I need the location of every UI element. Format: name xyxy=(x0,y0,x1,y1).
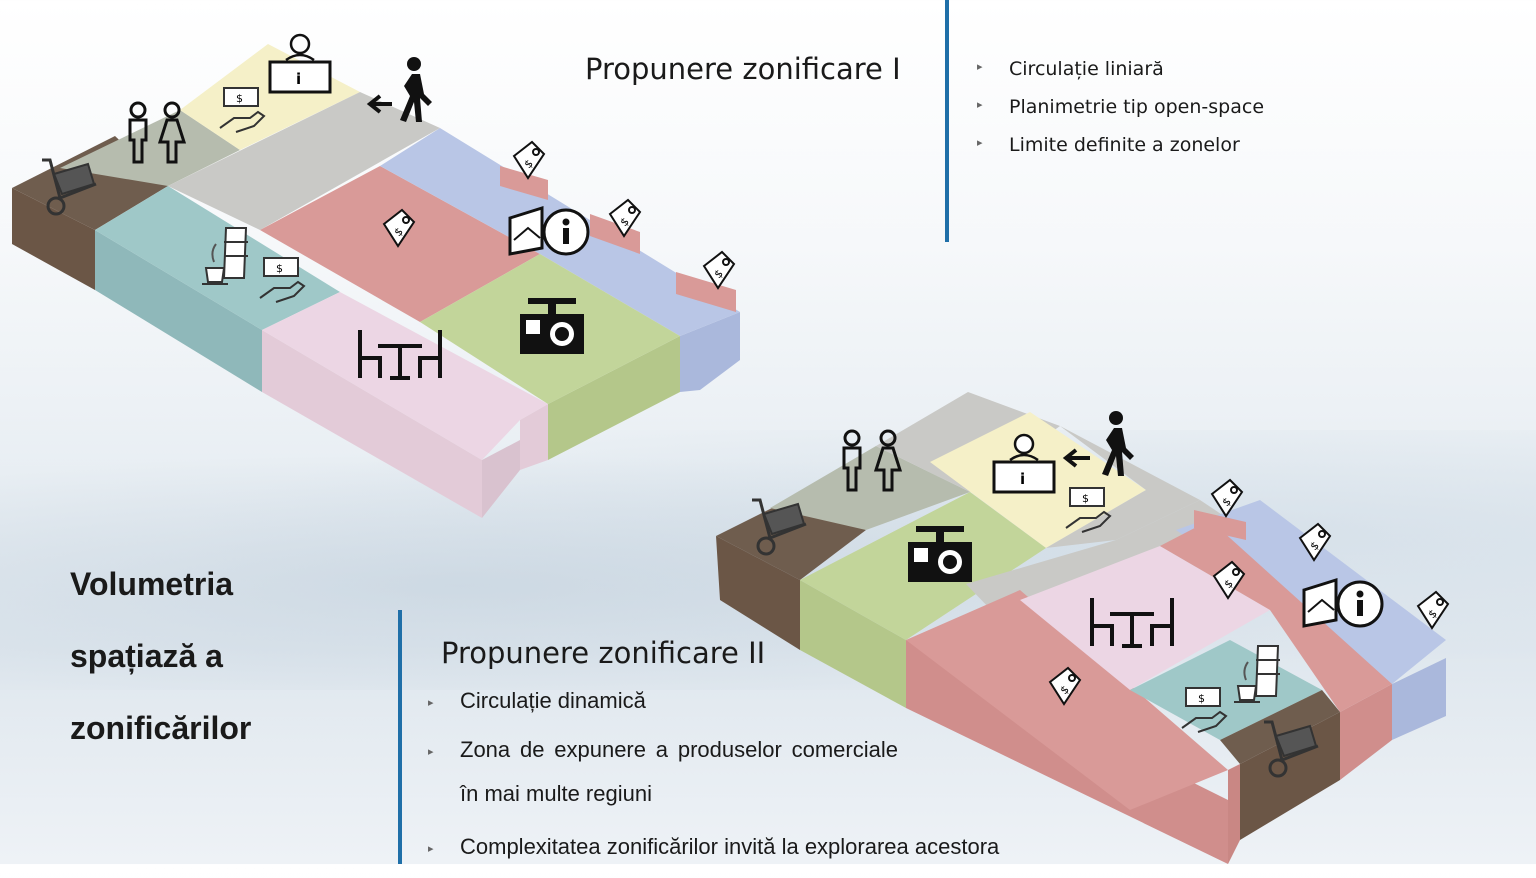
zone-restroom xyxy=(60,110,240,186)
wall-brown xyxy=(12,188,95,290)
bullet-item: Zona de expunere a produselor comerciale… xyxy=(428,728,898,816)
wall-pink-step xyxy=(520,404,548,470)
reception-desk-icon xyxy=(268,33,332,94)
side-heading: Volumetria spațiază a zonificărilor xyxy=(70,548,251,764)
side-heading-line: zonificărilor xyxy=(70,710,252,746)
wall-green xyxy=(548,336,680,460)
wall-pink-end xyxy=(482,440,520,518)
proposal-2-bullets: Circulație dinamică Zona de expunere a p… xyxy=(428,688,999,878)
bullet-item: Complexitatea zonificărilor invită la ex… xyxy=(428,826,999,870)
zone-cafe xyxy=(95,186,340,330)
bullet-item: Circulație dinamică xyxy=(428,688,898,716)
zone-circulation xyxy=(168,92,440,230)
proposal-1-title: Propunere zonificare I xyxy=(585,52,901,86)
wall-teal xyxy=(95,230,262,392)
zoning-model-2 xyxy=(716,392,1449,864)
bullet-item: Planimetrie tip open-space xyxy=(977,96,1264,134)
arrow-left-icon xyxy=(1062,448,1090,468)
proposal-2-title: Propunere zonificare II xyxy=(441,636,766,670)
wall-blue xyxy=(680,312,740,392)
side-heading-line: Volumetria xyxy=(70,566,233,602)
walking-person-icon xyxy=(400,57,432,122)
proposal-1-bullets: Circulație liniară Planimetrie tip open-… xyxy=(977,58,1264,172)
arrow-left-icon xyxy=(366,94,392,114)
divider-line-bottom xyxy=(398,610,402,864)
zoning-model-1 xyxy=(12,33,740,518)
side-heading-line: spațiază a xyxy=(70,638,223,674)
divider-line-top xyxy=(945,0,949,242)
bullet-item: Circulație liniară xyxy=(977,58,1264,96)
wall-pink xyxy=(262,330,482,518)
bullet-item: Limite definite a zonelor xyxy=(977,134,1264,172)
